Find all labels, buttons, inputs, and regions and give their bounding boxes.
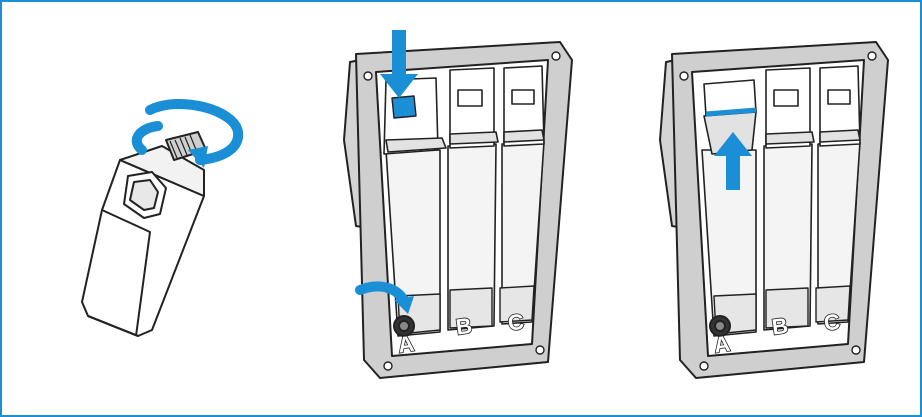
- bottle-panel: [81, 98, 244, 338]
- lift-up-panel: A B C: [659, 41, 889, 379]
- down-arrow-icon: [380, 30, 418, 98]
- drawer-unit: [343, 41, 573, 379]
- up-arrow-icon: [714, 132, 752, 190]
- slot-label-c-2: C: [822, 309, 841, 336]
- slot-label-b: B: [454, 313, 473, 340]
- curve-arrow-icon: [355, 281, 414, 314]
- push-down-panel: A B C: [343, 30, 573, 379]
- bottle: [81, 131, 207, 338]
- drawer-unit-2: [659, 41, 889, 379]
- slot-label-a: A: [396, 331, 415, 358]
- slot-label-b-2: B: [770, 313, 789, 340]
- slot-label-a-2: A: [712, 331, 731, 358]
- rotate-arrow-icon: [131, 98, 244, 168]
- slot-label-c: C: [506, 309, 525, 336]
